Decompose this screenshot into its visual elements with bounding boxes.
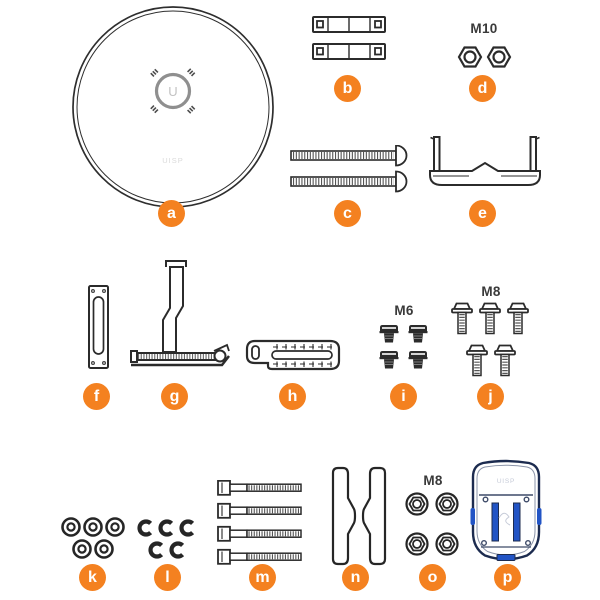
part-label-d: d [469,75,496,102]
flange-screws-icon [379,325,428,369]
part-c-long-bolts [290,145,412,193]
size-note-m8-nuts: M8 [423,473,443,488]
long-bolts-icon [290,145,408,193]
part-label-l: l [154,564,181,591]
hex-nuts-icon [457,46,512,68]
part-label-a: a [158,200,185,227]
part-g-mount-arm [130,258,230,370]
c-clips-icon [137,519,195,559]
dish-center-logo: U [168,84,177,99]
part-d-hex-nuts [456,44,514,71]
part-l-c-clips [136,518,200,564]
part-n-clamp-halves [330,466,388,566]
part-i-flange-screws [375,322,433,372]
clamp-plates-icon [312,16,386,60]
size-note-m10: M10 [470,21,498,36]
slotted-plate-icon [88,285,109,369]
mount-watermark: UISP [497,478,515,485]
part-label-e: e [469,200,496,227]
saddle-bracket-icon [429,136,541,186]
part-label-g: g [161,383,188,410]
part-h-adjustment-arm [242,336,346,374]
adjustment-arm-icon [245,339,341,371]
radio-mount-icon: UISP [470,459,542,561]
part-label-p: p [494,564,521,591]
part-f-slotted-plate [87,284,111,370]
flange-nuts-icon [405,492,459,556]
dish-icon: U UISP [72,6,274,208]
part-p-radio-mount: UISP [468,458,544,566]
part-k-washers [60,516,126,562]
part-label-m: m [249,564,276,591]
dish-watermark: UISP [162,156,184,165]
part-label-h: h [279,383,306,410]
socket-bolts-icon [217,480,302,565]
size-note-m8-bolts: M8 [481,284,501,299]
part-m-socket-bolts [216,480,304,566]
part-label-k: k [79,564,106,591]
part-label-f: f [83,383,110,410]
part-j-hex-bolts [448,300,534,380]
part-label-o: o [419,564,446,591]
part-label-b: b [334,75,361,102]
part-e-saddle-bracket [428,135,542,191]
size-note-m6: M6 [394,303,414,318]
hex-bolts-icon [451,302,529,377]
part-label-j: j [477,383,504,410]
part-label-c: c [334,200,361,227]
part-o-flange-nuts [404,492,464,558]
washers-icon [61,517,125,559]
mount-arm-icon [130,260,230,367]
part-label-n: n [342,564,369,591]
clamp-halves-icon [331,466,387,566]
part-b-clamp-plates [312,16,388,62]
part-label-i: i [390,383,417,410]
part-a-dish: U UISP [66,0,280,214]
